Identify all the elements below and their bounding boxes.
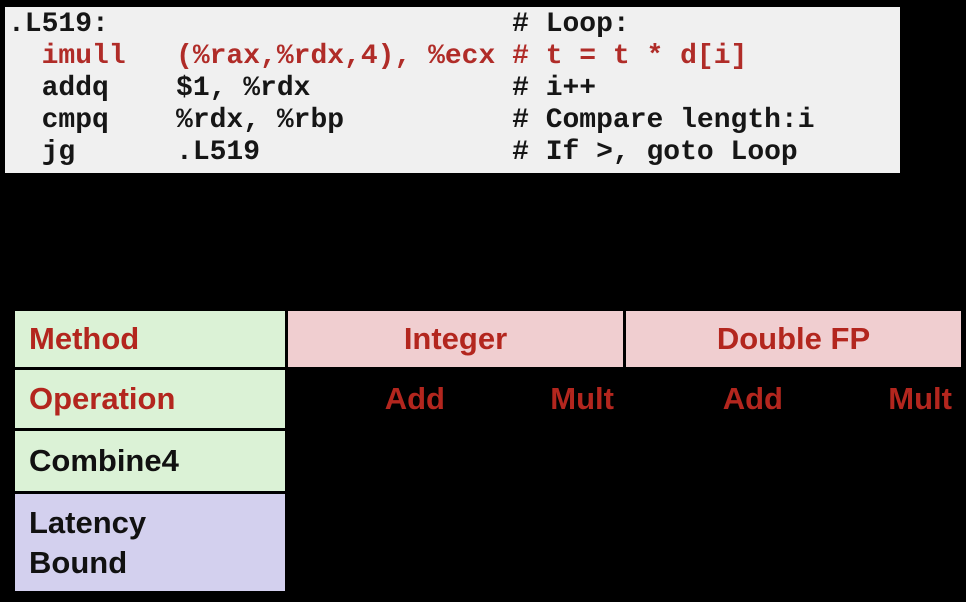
combine4-label-cell: Combine4 bbox=[15, 431, 285, 491]
operation-label-cell: Operation bbox=[15, 370, 285, 428]
code-line-cmpq: cmpq %rdx, %rbp # Compare length:i bbox=[8, 105, 815, 136]
latency-bound-label-cell: Latency Bound bbox=[15, 494, 285, 591]
latency-integer-add-cell bbox=[288, 494, 454, 591]
header-method-cell: Method bbox=[15, 311, 285, 367]
combine4-double-add-cell bbox=[626, 431, 792, 491]
performance-table: Method Integer Double FP Operation Add M… bbox=[15, 311, 961, 591]
code-line-addq: addq $1, %rdx # i++ bbox=[8, 73, 597, 104]
operation-col-double-add: Add bbox=[722, 381, 783, 416]
assembly-code-block: .L519: # Loop: imull (%rax,%rdx,4), %ecx… bbox=[2, 4, 903, 176]
operation-col-integer-mult: Mult bbox=[550, 381, 614, 416]
combine4-double-mult-cell bbox=[795, 431, 961, 491]
code-line-imull: imull (%rax,%rdx,4), %ecx # t = t * d[i] bbox=[8, 41, 748, 72]
code-line-loop-label: .L519: # Loop: bbox=[8, 9, 630, 40]
latency-double-mult-cell bbox=[795, 494, 961, 591]
combine4-integer-mult-cell bbox=[457, 431, 623, 491]
code-line-jg: jg .L519 # If >, goto Loop bbox=[8, 137, 798, 168]
operation-col-integer-add: Add bbox=[384, 381, 445, 416]
latency-double-add-cell bbox=[626, 494, 792, 591]
latency-integer-mult-cell bbox=[457, 494, 623, 591]
combine4-integer-add-cell bbox=[288, 431, 454, 491]
header-double-fp-cell: Double FP bbox=[626, 311, 961, 367]
header-integer-cell: Integer bbox=[288, 311, 623, 367]
operation-col-double-mult: Mult bbox=[888, 381, 952, 416]
